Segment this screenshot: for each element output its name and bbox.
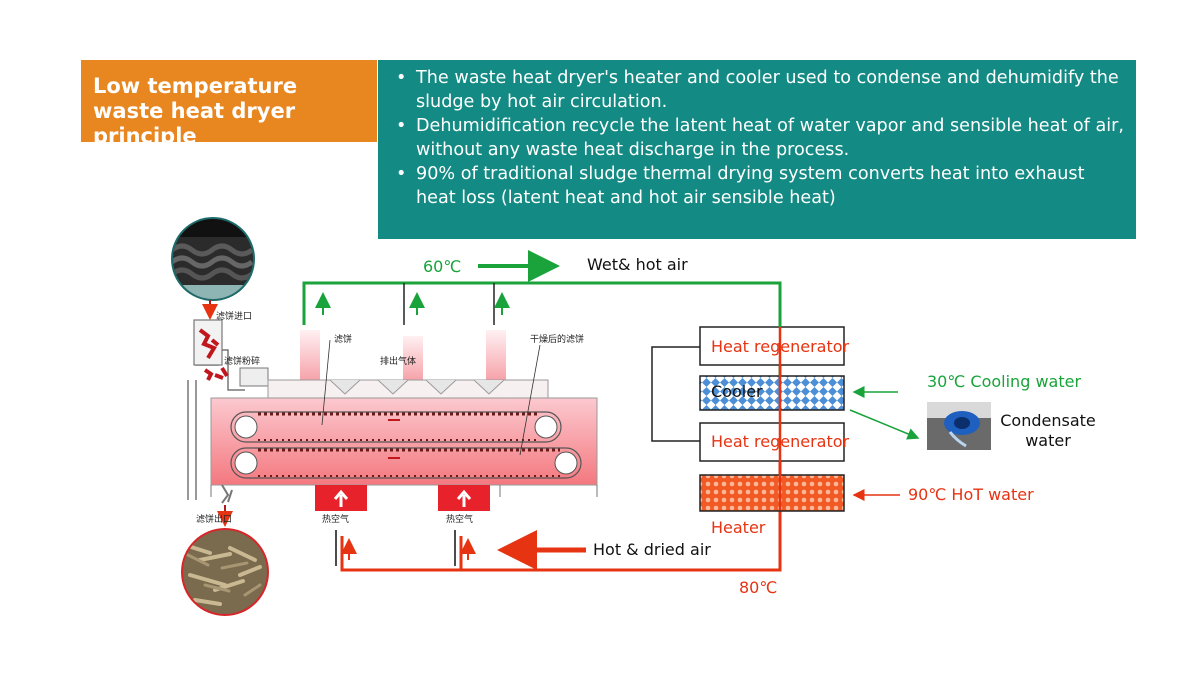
cake-outlet-label: 滤饼出口 <box>196 515 233 525</box>
cake-crush-label: 滤饼粉碎 <box>224 357 261 367</box>
hot-water-label: 90℃ HoT water <box>908 485 1034 504</box>
cake-label: 滤饼 <box>334 335 353 345</box>
cooler-label: Cooler <box>711 382 763 401</box>
dryer-body <box>210 330 598 527</box>
temp-top-label: 60℃ <box>423 257 462 276</box>
heat-regenerator-2-label: Heat regenerator <box>711 432 850 451</box>
dried-sludge-photo <box>181 528 269 616</box>
exhaust-gas-label: 排出气体 <box>380 357 417 367</box>
wet-sludge-photo <box>171 217 255 301</box>
condensate-water-label: Condensate water <box>1000 411 1096 450</box>
heat-regenerator-1-label: Heat regenerator <box>711 337 850 356</box>
heater-label: Heater <box>711 518 766 537</box>
dried-cake-label: 干燥后的滤饼 <box>530 335 585 345</box>
hot-air-2-label: 热空气 <box>446 515 474 525</box>
bullet-panel: The waste heat dryer's heater and cooler… <box>378 60 1136 239</box>
wet-air-label: Wet& hot air <box>587 255 688 274</box>
cooling-water-label: 30℃ Cooling water <box>927 372 1082 391</box>
heat-exchanger-stack <box>651 283 920 512</box>
cake-inlet-label: 滤饼进口 <box>216 312 253 322</box>
inlet-hopper <box>187 300 269 500</box>
dried-air-label: Hot & dried air <box>593 540 711 559</box>
bullet-item: 90% of traditional sludge thermal drying… <box>390 162 1126 210</box>
bullet-item: Dehumidification recycle the latent heat… <box>390 114 1126 162</box>
hot-air-1-label: 热空气 <box>322 515 350 525</box>
bullet-item: The waste heat dryer's heater and cooler… <box>390 66 1126 114</box>
temp-bottom-label: 80℃ <box>739 578 778 597</box>
slide-title: Low temperature waste heat dryer princip… <box>81 60 377 148</box>
condensate-photo <box>927 402 991 450</box>
